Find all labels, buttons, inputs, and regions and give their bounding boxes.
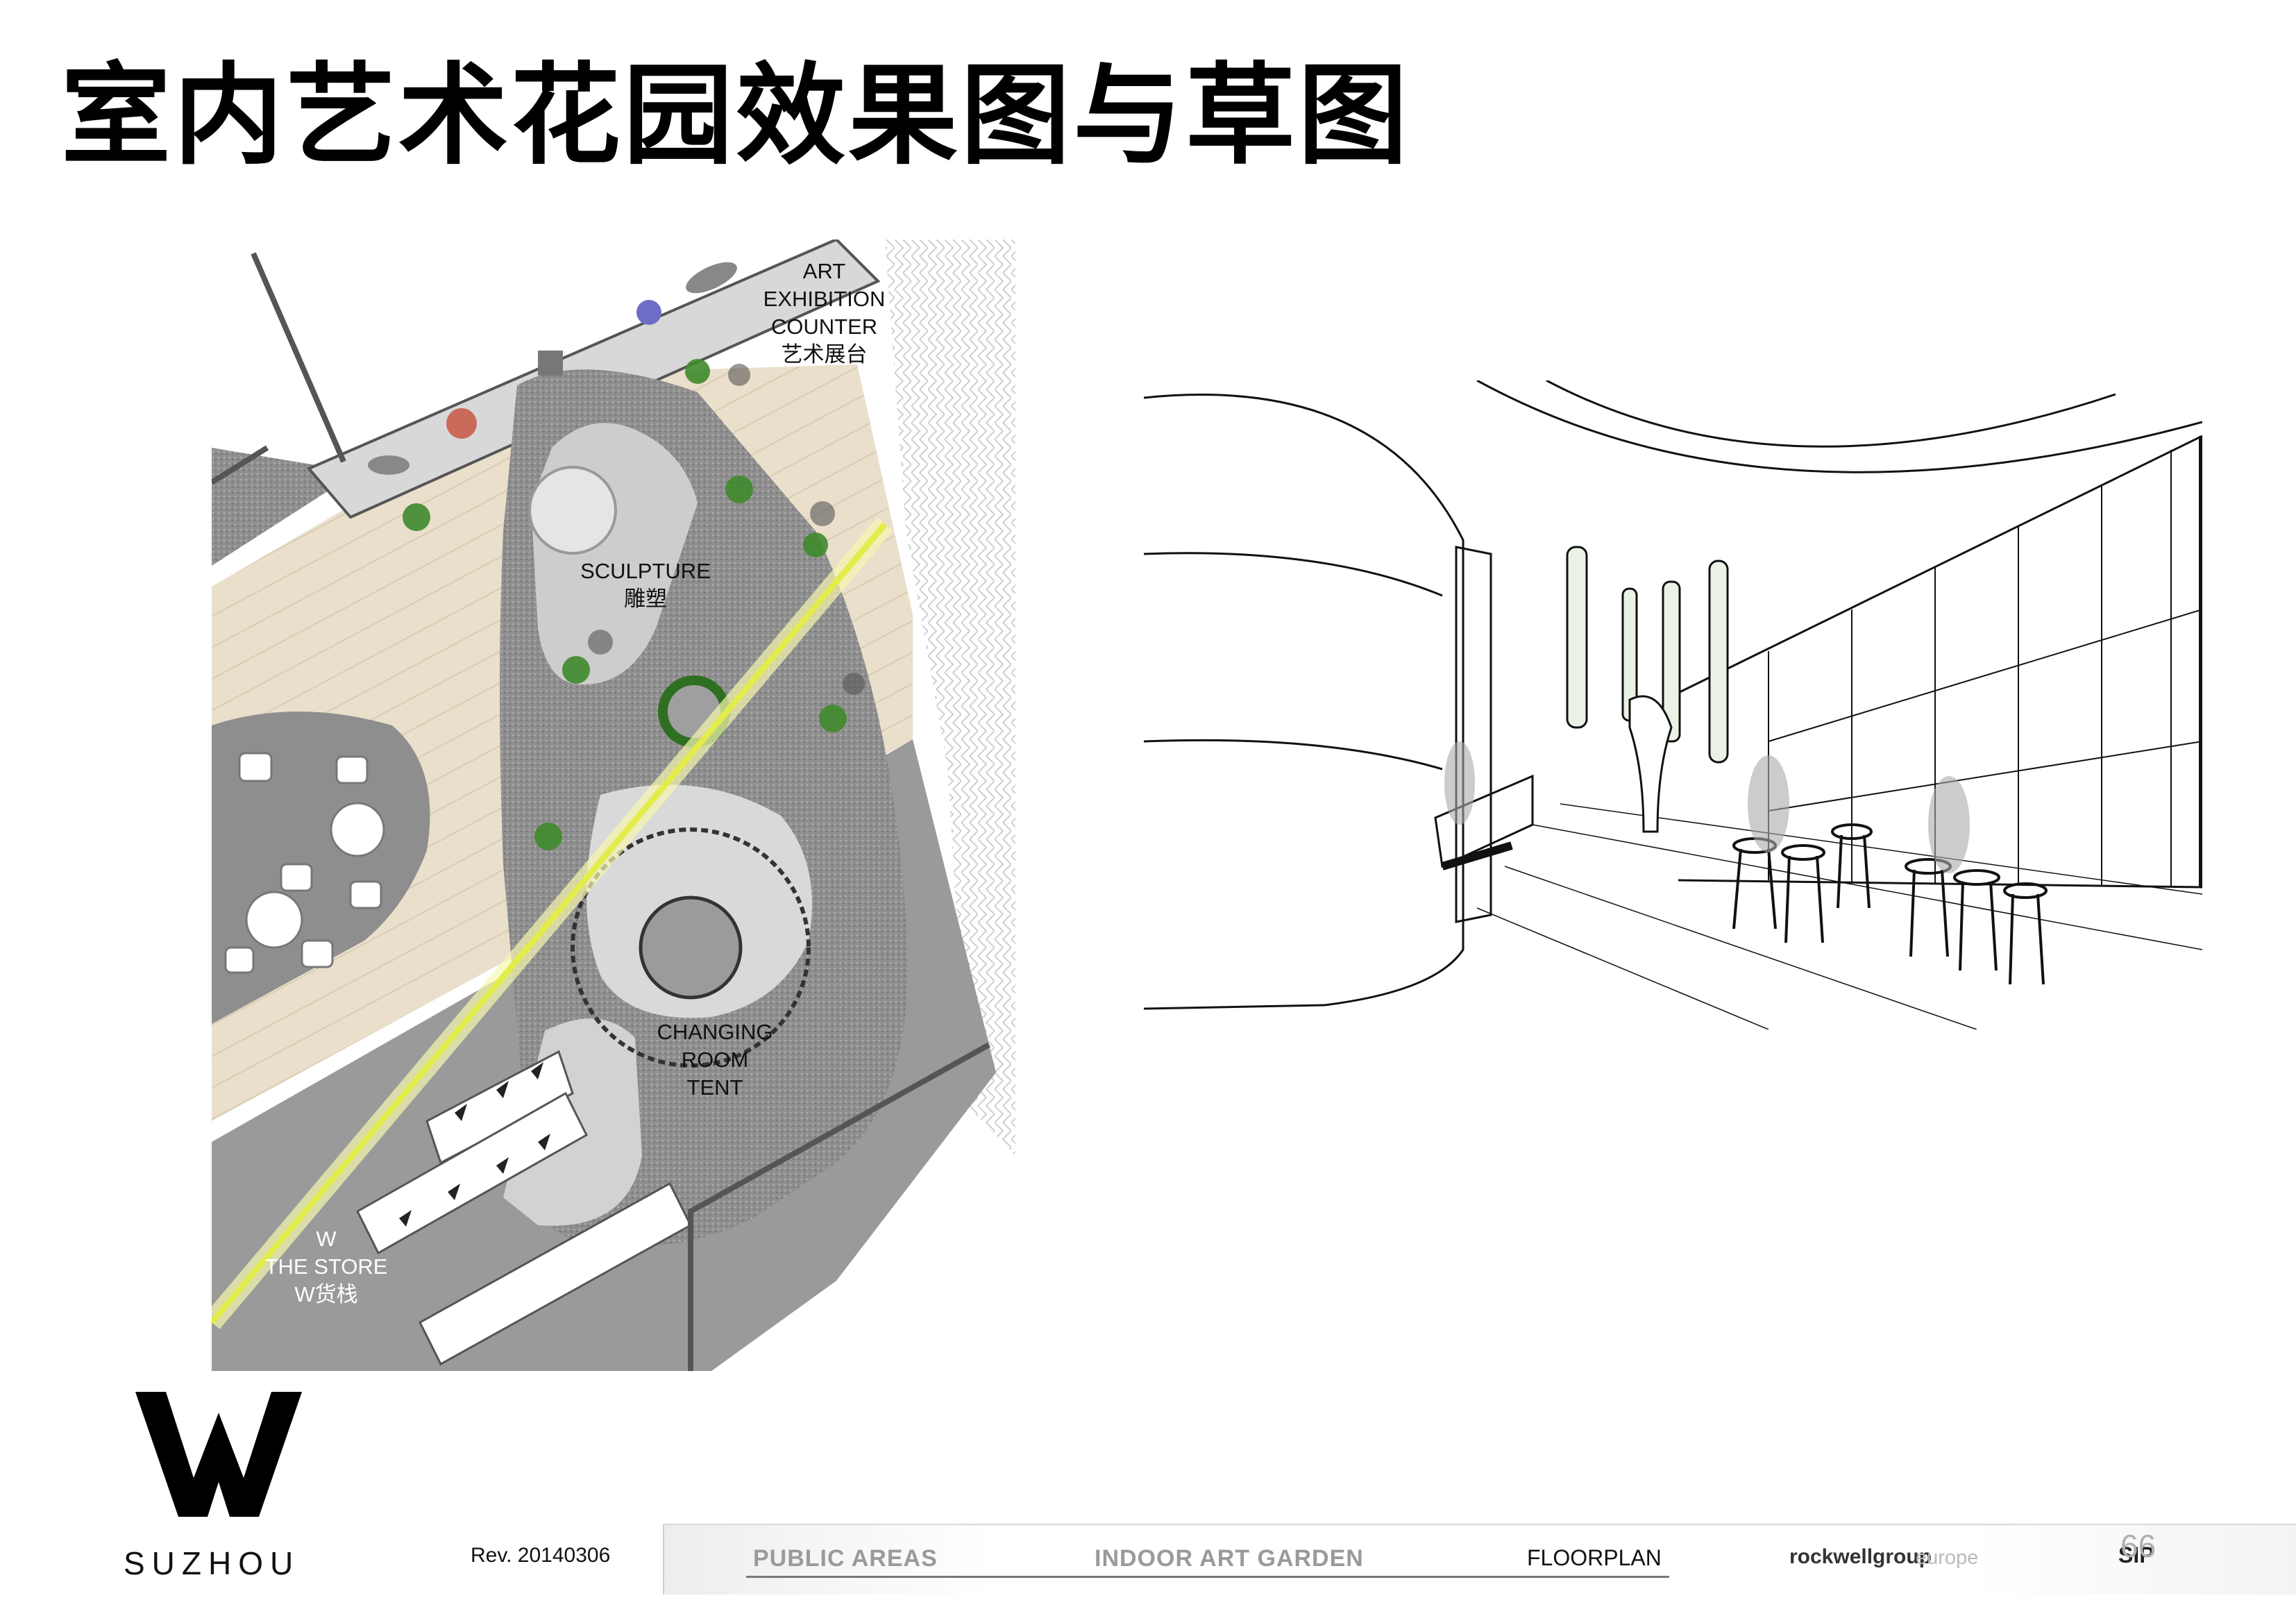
partner-logo: SIP (2118, 1542, 2154, 1567)
label-line: THE STORE (264, 1254, 388, 1279)
footer-rule (746, 1576, 1669, 1578)
label-line: EXHIBITION (763, 287, 886, 311)
floorplan-image: ART EXHIBITION COUNTER 艺术展台 SCULPTURE 雕塑… (203, 237, 1015, 1371)
page-number: 66 (2120, 1528, 2156, 1564)
brand-city: SUZHOU (124, 1545, 301, 1581)
footer-section: PUBLIC AREAS (753, 1545, 938, 1572)
floorplan-drawing (203, 237, 1015, 1371)
page-title: 室内艺术花园效果图与草图 (61, 51, 1410, 180)
w-logo-icon (135, 1392, 302, 1517)
label-line: W货栈 (294, 1282, 358, 1306)
sketch-drawing (1143, 379, 2206, 1030)
studio-logo-main: rockwellgroup (1789, 1545, 1932, 1568)
footer-bar (663, 1524, 2296, 1595)
label-line: ROOM (681, 1048, 749, 1072)
footer-subsection: INDOOR ART GARDEN (1095, 1545, 1364, 1572)
label-line: 雕塑 (624, 587, 667, 611)
studio-logo-sub: europe (1916, 1547, 1979, 1569)
revision-date: Rev. 20140306 (471, 1544, 611, 1567)
label-sculpture: SCULPTURE 雕塑 (559, 557, 732, 613)
footer-view: FLOORPLAN (1527, 1545, 1662, 1570)
label-art-exhibition-counter: ART EXHIBITION COUNTER 艺术展台 (746, 258, 902, 369)
label-line: CHANGING (657, 1020, 773, 1044)
label-line: 艺术展台 (781, 342, 868, 367)
label-line: SCULPTURE (580, 559, 711, 583)
perspective-sketch-image (1143, 379, 2206, 1030)
label-line: TENT (686, 1075, 743, 1100)
label-the-store: W THE STORE W货栈 (253, 1225, 399, 1309)
label-line: W (316, 1227, 337, 1251)
label-changing-room-tent: CHANGING ROOM TENT (642, 1018, 788, 1102)
w-hotels-logo (135, 1392, 302, 1517)
label-line: ART (802, 259, 846, 283)
label-line: COUNTER (770, 314, 878, 339)
